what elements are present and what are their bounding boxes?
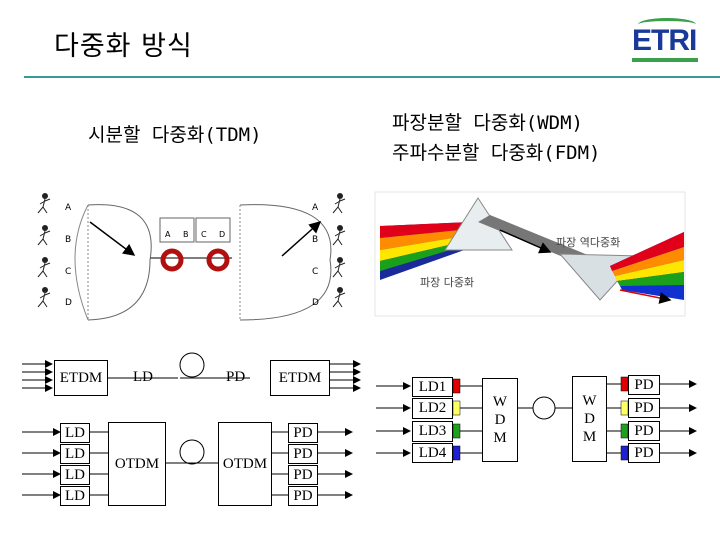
wdm-pd-4: PD <box>628 443 660 463</box>
tdm-heading: 시분할 다중화(TDM) <box>88 124 262 146</box>
logo-text: ETRI <box>632 24 697 57</box>
prism-illustration <box>374 191 686 317</box>
otdm-ld-2: LD <box>60 444 90 464</box>
otdm-ld-4: LD <box>60 486 90 506</box>
otdm-ld-1: LD <box>60 423 90 443</box>
tdm-right-channel-c: C <box>312 267 319 277</box>
wdm-ld-1: LD1 <box>412 377 453 397</box>
time-slot-d: D <box>219 230 226 239</box>
etri-logo: ETRI <box>630 18 700 62</box>
time-slot-a: A <box>165 230 171 239</box>
tdm-left-channel-b: B <box>65 235 72 245</box>
wdm-mux-box: W D M <box>482 378 518 462</box>
tdm-left-channel-a: A <box>65 203 72 213</box>
tdm-illustration <box>37 193 346 321</box>
tdm-right-channel-d: D <box>312 298 319 308</box>
prism-mux-label: 파장 다중화 <box>420 276 475 289</box>
otdm-fiber-coil-icon <box>179 439 205 465</box>
logo-underline <box>632 58 698 62</box>
wdm-pd-1: PD <box>628 375 660 395</box>
wdm-ld-color-filters <box>452 378 461 461</box>
etdm-fiber-coil-icon <box>179 352 205 378</box>
fiber-coil-right-icon <box>206 248 230 272</box>
tdm-left-channel-d: D <box>65 298 72 308</box>
wdm-demux-letter-w: W <box>582 393 597 409</box>
logo-swoosh-icon <box>638 18 696 31</box>
tdm-left-channel-c: C <box>65 267 72 277</box>
otdm-pd-3: PD <box>288 465 318 485</box>
tdm-schematic-lines <box>22 352 361 499</box>
wdm-ld-3: LD3 <box>412 421 453 442</box>
wdm-demux-letter-d: D <box>584 411 595 427</box>
wdm-mux-letter-w: W <box>492 394 508 410</box>
wdm-pd-2: PD <box>628 398 660 418</box>
wdm-ld-4: LD4 <box>412 443 453 463</box>
prism-demux-label: 파장 역다중화 <box>556 236 621 249</box>
otdm-ld-3: LD <box>60 465 90 485</box>
otdm-pd-2: PD <box>288 444 318 464</box>
otdm-pd-1: PD <box>288 423 318 443</box>
etdm-demux-box: ETDM <box>270 360 330 396</box>
time-slot-b: B <box>183 230 189 239</box>
time-slot-frames <box>159 217 231 243</box>
tdm-right-channel-a: A <box>312 203 319 213</box>
fiber-coil-left-icon <box>160 248 184 272</box>
wdm-ld-2: LD2 <box>412 398 453 419</box>
wdm-pd-3: PD <box>628 421 660 441</box>
otdm-pd-4: PD <box>288 486 318 506</box>
wdm-mux-letter-d: D <box>494 412 506 428</box>
wdm-heading: 파장분할 다중화(WDM) <box>392 112 583 134</box>
etdm-pd-label: PD <box>226 369 246 385</box>
slide-title: 다중화 방식 <box>54 31 193 62</box>
wdm-demux-letter-m: M <box>582 429 597 445</box>
tdm-left-runners <box>37 193 51 308</box>
tdm-right-channel-b: B <box>312 235 319 245</box>
fdm-heading: 주파수분할 다중화(FDM) <box>392 142 601 164</box>
wdm-pd-color-filters <box>620 376 629 461</box>
etdm-mux-box: ETDM <box>54 360 108 396</box>
wdm-demux-box: W D M <box>572 376 607 462</box>
wdm-fiber-coil-icon <box>532 396 556 420</box>
wdm-mux-letter-m: M <box>493 430 507 446</box>
otdm-mux-box: OTDM <box>108 422 166 506</box>
header-rule <box>24 76 720 78</box>
etdm-ld-label: LD <box>133 369 153 385</box>
otdm-demux-box: OTDM <box>218 422 272 506</box>
tdm-right-runners <box>332 193 346 308</box>
time-slot-c: C <box>201 230 207 239</box>
